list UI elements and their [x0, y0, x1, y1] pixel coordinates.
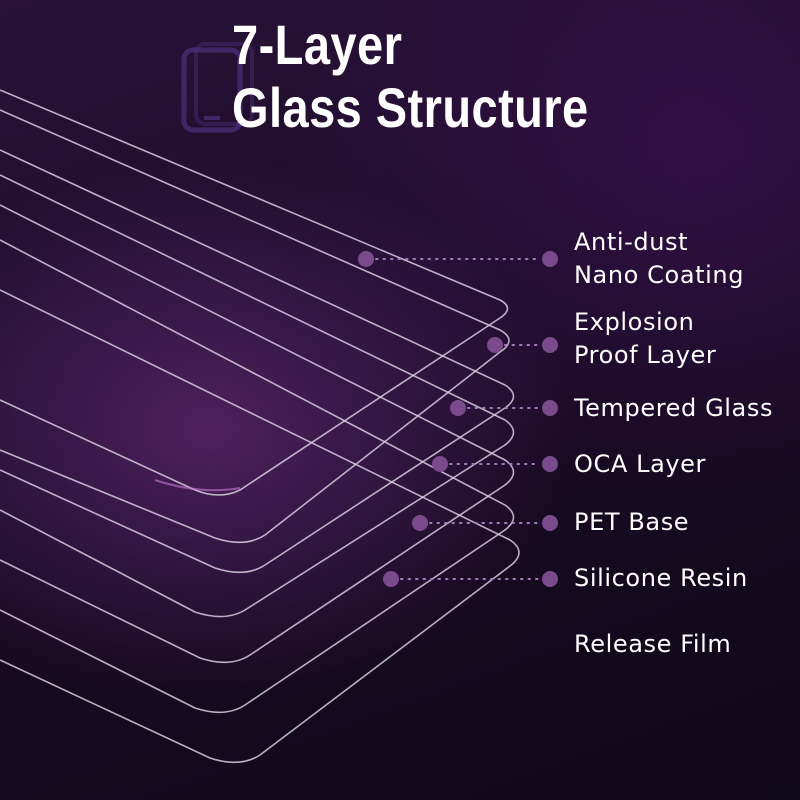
layer-label-line: Explosion — [574, 308, 695, 336]
layer-label-pet-base: PET Base — [574, 506, 689, 539]
glass-layer-outline — [0, 289, 520, 764]
layer-marker-start — [450, 400, 466, 416]
layer-marker-end — [542, 400, 558, 416]
layer-marker-end — [542, 571, 558, 587]
glass-layer-outline — [0, 204, 515, 664]
phone-outline-icon — [181, 42, 254, 133]
layer-label-line: Tempered Glass — [574, 394, 774, 422]
layer-marker-start — [412, 515, 428, 531]
layer-label-line: Anti-dust — [574, 228, 689, 256]
layer-label-line: Proof Layer — [574, 341, 717, 369]
layer-label-line: Silicone Resin — [574, 564, 748, 592]
layer-label-line: Release Film — [574, 630, 732, 658]
layer-label-oca: OCA Layer — [574, 448, 706, 481]
layer-label-line: OCA Layer — [574, 450, 707, 478]
layer-label-silicone-resin: Silicone Resin — [574, 562, 748, 595]
page-title: 7-Layer Glass Structure — [232, 13, 589, 139]
layer-marker-start — [383, 571, 399, 587]
layer-label-line: Nano Coating — [574, 261, 745, 289]
layer-marker-start — [358, 251, 374, 267]
layer-marker-end — [542, 515, 558, 531]
glass-layer-outline — [0, 174, 515, 618]
glass-layer-outline — [0, 239, 515, 714]
title-line-2: Glass Structure — [232, 75, 589, 139]
glass-layer-outline — [0, 149, 515, 574]
layer-marker-end — [542, 456, 558, 472]
glass-layer-outline — [0, 89, 509, 496]
layer-label-explosion-proof: Explosion Proof Layer — [574, 306, 716, 372]
layer-label-anti-dust: Anti-dust Nano Coating — [574, 226, 744, 292]
layer-marker-start — [487, 337, 503, 353]
title-line-1: 7-Layer — [232, 13, 403, 76]
layer-marker-start — [432, 456, 448, 472]
glass-layer-outline — [0, 109, 510, 544]
layer-label-tempered-glass: Tempered Glass — [574, 392, 773, 425]
layer-label-release-film: Release Film — [574, 628, 731, 661]
layer-label-line: PET Base — [574, 508, 690, 536]
layer-marker-end — [542, 337, 558, 353]
layer-marker-end — [542, 251, 558, 267]
